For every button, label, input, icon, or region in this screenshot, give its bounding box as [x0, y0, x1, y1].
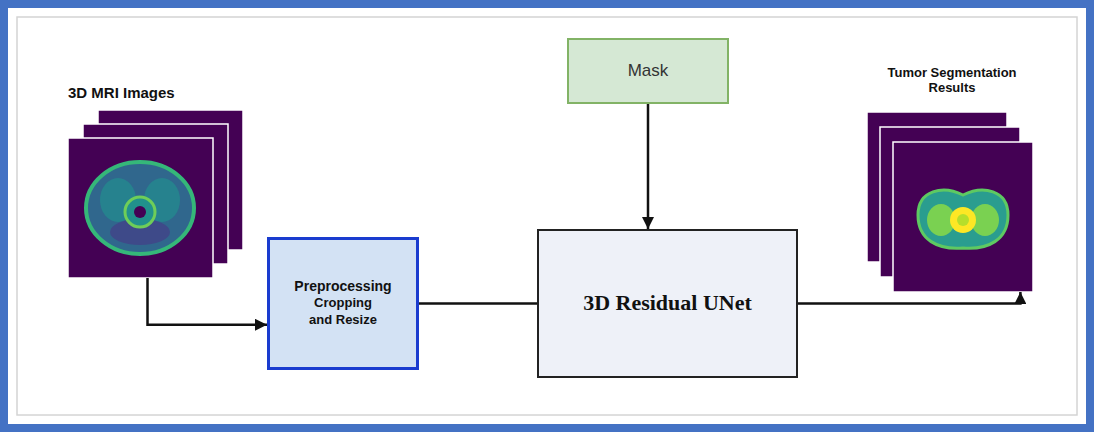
result-stack	[867, 112, 1033, 292]
connector-arrow	[148, 278, 268, 325]
connector-arrow	[798, 292, 1020, 304]
node-body: Cropping and Resize	[307, 295, 379, 329]
result-slice	[893, 142, 1033, 292]
connector-arrow	[647, 104, 650, 229]
node-label: 3D MRI Images	[62, 84, 252, 101]
node-label: Preprocessing	[294, 278, 391, 296]
input-box: Mask	[567, 38, 729, 104]
mri-brain	[86, 162, 194, 254]
node-label: Tumor Segmentation Results	[862, 66, 1042, 96]
inner-border	[17, 17, 1077, 415]
process-box: PreprocessingCropping and Resize	[267, 237, 419, 370]
image-stack: 3D MRI Images	[62, 84, 252, 278]
connector-arrow	[419, 302, 537, 305]
node-label: 3D Residual UNet	[583, 289, 752, 318]
node-label: Mask	[628, 61, 669, 81]
outer-border	[4, 4, 1090, 428]
result-brain	[918, 190, 1008, 248]
mri-stack	[68, 110, 243, 278]
model-box: 3D Residual UNet	[537, 229, 798, 378]
image-stack: Tumor Segmentation Results	[862, 66, 1042, 292]
mri-slice	[68, 138, 213, 278]
